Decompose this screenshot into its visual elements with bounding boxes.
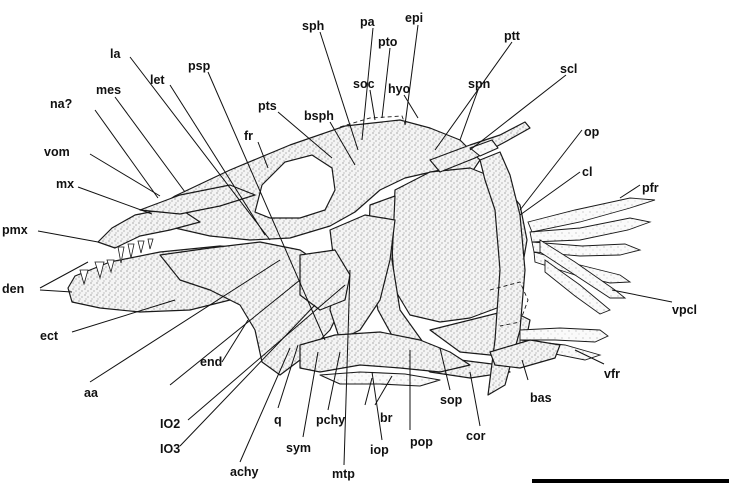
scale-bar bbox=[532, 479, 729, 483]
label-cl: cl bbox=[582, 165, 592, 179]
label-achy: achy bbox=[230, 465, 259, 479]
label-spn: spn bbox=[468, 77, 490, 91]
label-iop: iop bbox=[370, 443, 389, 457]
label-bas: bas bbox=[530, 391, 552, 405]
branchiostegal-rays bbox=[320, 372, 440, 386]
label-pto: pto bbox=[378, 35, 398, 49]
label-fr: fr bbox=[244, 129, 253, 143]
label-scl: scl bbox=[560, 62, 577, 76]
label-epi: epi bbox=[405, 11, 423, 25]
label-vfr: vfr bbox=[604, 367, 620, 381]
label-den: den bbox=[2, 282, 24, 296]
label-pfr: pfr bbox=[642, 181, 659, 195]
label-ect: ect bbox=[40, 329, 59, 343]
label-na: na? bbox=[50, 97, 72, 111]
label-bsph: bsph bbox=[304, 109, 334, 123]
label-let: let bbox=[150, 73, 165, 87]
label-vpcl: vpcl bbox=[672, 303, 697, 317]
label-psp: psp bbox=[188, 59, 211, 73]
label-pchy: pchy bbox=[316, 413, 345, 427]
label-pts: pts bbox=[258, 99, 277, 113]
skull-drawing bbox=[68, 116, 655, 395]
label-op: op bbox=[584, 125, 600, 139]
label-pmx: pmx bbox=[2, 223, 28, 237]
label-io3: IO3 bbox=[160, 442, 180, 456]
label-ptt: ptt bbox=[504, 29, 521, 43]
label-sph: sph bbox=[302, 19, 324, 33]
label-io2: IO2 bbox=[160, 417, 180, 431]
label-br: br bbox=[380, 411, 393, 425]
label-mes: mes bbox=[96, 83, 121, 97]
label-vom: vom bbox=[44, 145, 70, 159]
label-sym: sym bbox=[286, 441, 311, 455]
label-sop: sop bbox=[440, 393, 463, 407]
label-end: end bbox=[200, 355, 222, 369]
label-mtp: mtp bbox=[332, 467, 355, 481]
label-hyo: hyo bbox=[388, 82, 411, 96]
label-pop: pop bbox=[410, 435, 433, 449]
label-aa: aa bbox=[84, 386, 99, 400]
label-q: q bbox=[274, 413, 282, 427]
label-la: la bbox=[110, 47, 121, 61]
label-mx: mx bbox=[56, 177, 74, 191]
label-soc: soc bbox=[353, 77, 375, 91]
label-cor: cor bbox=[466, 429, 486, 443]
label-pa: pa bbox=[360, 15, 376, 29]
